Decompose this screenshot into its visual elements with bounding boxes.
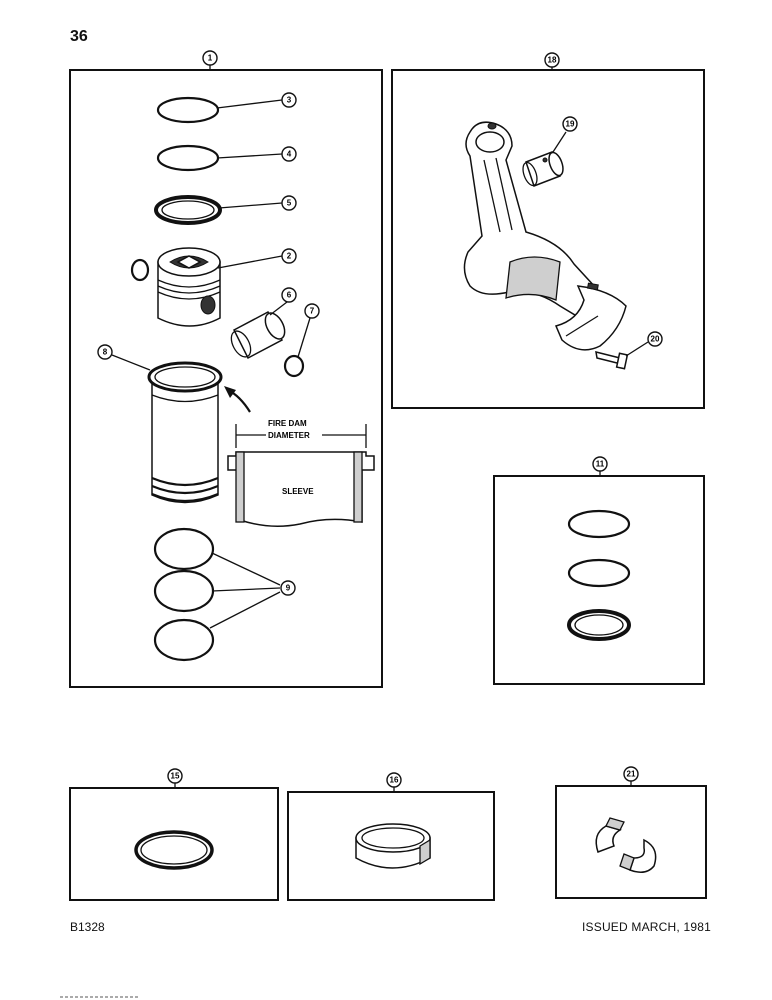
- svg-text:16: 16: [390, 776, 399, 785]
- ring-set-top: [567, 509, 631, 539]
- callout-8: 8: [97, 344, 113, 360]
- connecting-rod: [463, 121, 598, 319]
- callout-3: 3: [281, 92, 297, 108]
- svg-text:7: 7: [310, 307, 315, 316]
- cylinder-sleeve-8: [147, 361, 223, 504]
- panel-piston-assembly: 1 3 4 5: [69, 50, 383, 688]
- panel-15-frame: [69, 787, 279, 901]
- issued-date: ISSUED MARCH, 1981: [582, 920, 711, 934]
- panel-11-frame: [493, 475, 705, 685]
- svg-text:1: 1: [208, 54, 213, 63]
- svg-text:6: 6: [287, 291, 292, 300]
- snap-ring-left: [130, 258, 150, 282]
- svg-text:20: 20: [651, 335, 660, 344]
- fire-dam-label: FIRE DAM: [268, 419, 307, 428]
- svg-text:8: 8: [103, 348, 108, 357]
- figure-code: B1328: [70, 920, 105, 934]
- piston-2: [157, 247, 221, 327]
- diameter-label: DIAMETER: [268, 431, 310, 440]
- callout-15: 15: [167, 768, 183, 784]
- callout-6: 6: [281, 287, 297, 303]
- svg-text:15: 15: [171, 772, 180, 781]
- callout-1: 1: [202, 50, 218, 66]
- oil-ring-5: [154, 195, 222, 225]
- svg-text:18: 18: [548, 56, 557, 65]
- callout-4: 4: [281, 146, 297, 162]
- band-16: [355, 823, 431, 869]
- panel-1-frame: [69, 69, 383, 688]
- o-ring-9c: [153, 618, 215, 662]
- callout-18: 18: [544, 52, 560, 68]
- callout-21: 21: [623, 766, 639, 782]
- panel-21-frame: [555, 785, 707, 899]
- panel-16: 16: [287, 772, 495, 901]
- ring-set-oil-ring: [567, 609, 631, 641]
- svg-text:4: 4: [287, 150, 292, 159]
- snap-ring-7: [283, 354, 305, 378]
- callout-2: 2: [281, 248, 297, 264]
- bearing-halves-21: [595, 817, 657, 873]
- page-number: 36: [70, 28, 88, 45]
- panel-18-frame: [391, 69, 705, 409]
- svg-text:9: 9: [286, 584, 291, 593]
- callout-11: 11: [592, 456, 608, 472]
- panel-connecting-rod: 18 19: [391, 52, 705, 409]
- panel-15: 15: [69, 768, 279, 901]
- piston-ring-3: [156, 96, 220, 124]
- svg-text:21: 21: [627, 770, 636, 779]
- rod-bolt-20: [595, 350, 629, 370]
- callout-19: 19: [562, 116, 578, 132]
- callout-5: 5: [281, 195, 297, 211]
- svg-text:11: 11: [596, 460, 605, 469]
- svg-text:5: 5: [287, 199, 292, 208]
- panel-21: 21: [555, 766, 707, 899]
- o-ring-9a: [153, 527, 215, 571]
- callout-20: 20: [647, 331, 663, 347]
- callout-16: 16: [386, 772, 402, 788]
- o-ring-9b: [153, 569, 215, 613]
- piston-pin-6: [230, 310, 286, 360]
- piston-pin-bushing-19: [522, 151, 564, 187]
- svg-text:3: 3: [287, 96, 292, 105]
- svg-text:19: 19: [566, 120, 575, 129]
- callout-9: 9: [280, 580, 296, 596]
- panel-16-frame: [287, 791, 495, 901]
- svg-text:2: 2: [287, 252, 292, 261]
- connecting-rod-cap: [554, 282, 627, 351]
- sleeve-cross-section: [227, 451, 375, 527]
- callout-7: 7: [304, 303, 320, 319]
- panel-ring-set: 11: [493, 456, 705, 685]
- ring-15: [134, 830, 214, 870]
- ring-set-middle: [567, 558, 631, 588]
- sleeve-label: SLEEVE: [282, 487, 314, 496]
- piston-ring-4: [156, 144, 220, 172]
